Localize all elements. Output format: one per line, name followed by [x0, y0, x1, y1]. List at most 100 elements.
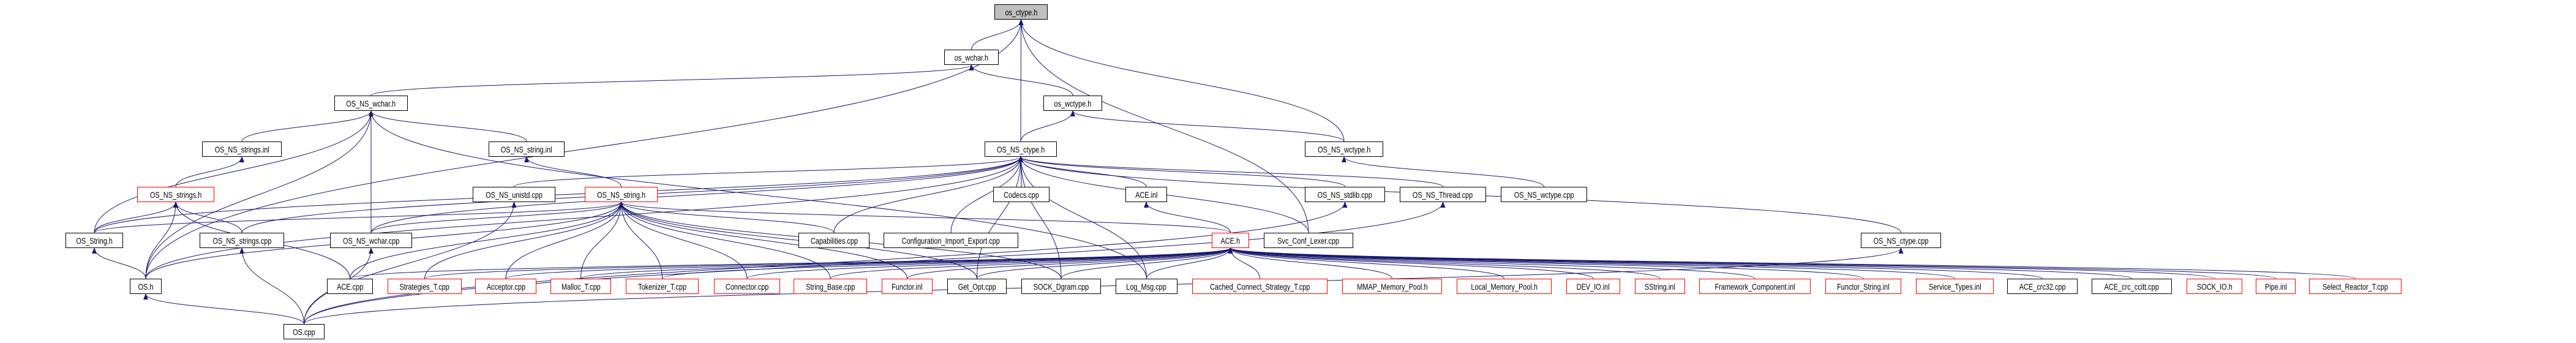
node-label: Malloc_T.cpp — [561, 281, 601, 292]
graph-node-codecs-cpp[interactable]: Codecs.cpp — [993, 187, 1050, 202]
graph-node-ace-crc-ccitt-cpp[interactable]: ACE_crc_ccitt.cpp — [2092, 279, 2172, 294]
graph-node-sstring-inl[interactable]: SString.inl — [1635, 279, 1685, 294]
graph-node-capabilities-cpp[interactable]: Capabilities.cpp — [798, 233, 869, 248]
edge-os-ns-wctype-h-to-os-ctype-h — [1018, 19, 1345, 142]
edge-configuration-import-export-cpp-to-os-ns-ctype-h — [950, 156, 1023, 233]
edge-os-ns-strings-h-to-os-ns-strings-inl — [175, 156, 244, 187]
edge-connector-cpp-to-os-ns-string-h — [618, 202, 748, 279]
edge-svc-conf-lexer-cpp-to-os-ctype-h — [1018, 19, 1309, 233]
graph-node-local-memory-pool-h[interactable]: Local_Memory_Pool.h — [1457, 279, 1552, 294]
graph-node-select-reactor-t-cpp[interactable]: Select_Reactor_T.cpp — [2309, 279, 2401, 294]
node-label: Capabilities.cpp — [810, 235, 858, 246]
node-label: ACE.h — [1220, 235, 1241, 246]
graph-node-os-ns-strings-inl[interactable]: OS_NS_strings.inl — [202, 141, 282, 157]
graph-node-os-string-h[interactable]: OS_String.h — [66, 233, 123, 248]
edge-os-wchar-h-to-os-ctype-h — [971, 19, 1024, 50]
edge-get-opt-cpp-to-ace-h — [977, 247, 1233, 279]
graph-node-acceptor-cpp[interactable]: Acceptor.cpp — [475, 279, 536, 294]
node-label: Log_Msg.cpp — [1126, 281, 1167, 292]
node-label: OS.h — [138, 281, 154, 292]
graph-node-os-ns-wchar-h[interactable]: OS_NS_wchar.h — [334, 96, 408, 111]
graph-node-os-ns-ctype-cpp[interactable]: OS_NS_ctype.cpp — [1861, 233, 1941, 248]
graph-node-os-cpp[interactable]: OS.cpp — [284, 324, 325, 339]
node-label: Service_Types.inl — [1928, 281, 1981, 292]
edge-strategies-t-cpp-to-os-ns-string-h — [424, 202, 624, 279]
node-label: OS_NS_ctype.h — [996, 144, 1045, 154]
edge-ace-crc32-cpp-to-ace-h — [1228, 247, 2043, 279]
graph-node-functor-string-inl[interactable]: Functor_String.inl — [1825, 279, 1901, 294]
graph-node-malloc-t-cpp[interactable]: Malloc_T.cpp — [550, 279, 611, 294]
graph-node-os-ns-wchar-cpp[interactable]: OS_NS_wchar.cpp — [330, 233, 412, 248]
node-label: Strategies_T.cpp — [399, 281, 450, 292]
graph-node-os-ns-stdlib-cpp[interactable]: OS_NS_stdlib.cpp — [1305, 187, 1385, 202]
graph-node-log-msg-cpp[interactable]: Log_Msg.cpp — [1116, 279, 1177, 294]
graph-node-os-ns-string-inl[interactable]: OS_NS_string.inl — [489, 141, 565, 157]
graph-node-os-ctype-h[interactable]: os_ctype.h — [994, 4, 1048, 20]
node-label: Local_Memory_Pool.h — [1471, 281, 1538, 292]
edge-sstring-inl-to-ace-h — [1228, 247, 1661, 279]
node-label: ACE_crc32.cpp — [2019, 281, 2066, 292]
node-label: Framework_Component.inl — [1714, 281, 1795, 292]
edge-os-cpp-to-os-ns-ctype-cpp — [304, 247, 1904, 325]
graph-node-get-opt-cpp[interactable]: Get_Opt.cpp — [947, 279, 1007, 294]
node-label: Acceptor.cpp — [486, 281, 525, 292]
node-label: OS_NS_strings.h — [149, 189, 202, 200]
node-label: ACE.cpp — [336, 281, 364, 292]
edge-os-ns-wchar-cpp-to-os-ns-string-h — [370, 202, 624, 233]
graph-node-strategies-t-cpp[interactable]: Strategies_T.cpp — [388, 279, 462, 294]
edge-os-ns-thread-cpp-to-os-ns-ctype-h — [1018, 156, 1443, 187]
node-label: OS_NS_Thread.cpp — [1413, 189, 1473, 200]
edge-os-ns-string-h-to-os-ns-string-inl — [524, 156, 621, 187]
graph-node-svc-conf-lexer-cpp[interactable]: Svc_Conf_Lexer.cpp — [1264, 233, 1353, 248]
graph-node-service-types-inl[interactable]: Service_Types.inl — [1916, 279, 1994, 294]
graph-node-ace-inl[interactable]: ACE.inl — [1125, 187, 1167, 202]
edge-os-h-to-os-ctype-h — [145, 19, 1024, 279]
node-label: os_wchar.h — [954, 52, 989, 62]
edge-log-msg-cpp-to-ace-h — [1146, 247, 1233, 279]
edge-mmap-memory-pool-h-to-ace-h — [1228, 247, 1392, 279]
graph-node-cached-connect-strategy-t-cpp[interactable]: Cached_Connect_Strategy_T.cpp — [1192, 279, 1327, 294]
edge-os-cpp-to-os-ns-unistd-cpp — [304, 202, 517, 325]
graph-node-os-h[interactable]: OS.h — [130, 279, 162, 294]
edge-ace-cpp-to-os-ns-string-h — [350, 202, 624, 279]
graph-node-os-wctype-h[interactable]: os_wctype.h — [1043, 96, 1102, 111]
graph-node-configuration-import-export-cpp[interactable]: Configuration_Import_Export.cpp — [884, 233, 1018, 248]
graph-node-os-ns-thread-cpp[interactable]: OS_NS_Thread.cpp — [1400, 187, 1486, 202]
graph-node-framework-component-inl[interactable]: Framework_Component.inl — [1699, 279, 1811, 294]
graph-node-ace-h[interactable]: ACE.h — [1212, 233, 1249, 248]
graph-node-dev-io-inl[interactable]: DEV_IO.inl — [1566, 279, 1620, 294]
graph-node-os-ns-strings-h[interactable]: OS_NS_strings.h — [137, 187, 214, 202]
graph-node-connector-cpp[interactable]: Connector.cpp — [714, 279, 780, 294]
graph-node-os-ns-unistd-cpp[interactable]: OS_NS_unistd.cpp — [473, 187, 555, 202]
graph-node-mmap-memory-pool-h[interactable]: MMAP_Memory_Pool.h — [1342, 279, 1442, 294]
edge-framework-component-inl-to-ace-h — [1228, 247, 1756, 279]
graph-node-sock-io-h[interactable]: SOCK_IO.h — [2187, 279, 2242, 294]
edge-capabilities-cpp-to-os-ns-ctype-h — [833, 156, 1023, 233]
edge-sock-dgram-cpp-to-ace-h — [1061, 247, 1233, 279]
node-label: OS_NS_wchar.cpp — [342, 235, 400, 246]
edge-os-cpp-to-os-ns-thread-cpp — [304, 202, 1446, 325]
graph-node-pipe-inl[interactable]: Pipe.inl — [2256, 279, 2296, 294]
graph-node-os-wchar-h[interactable]: os_wchar.h — [944, 50, 999, 65]
edge-ace-crc-ccitt-cpp-to-ace-h — [1228, 247, 2132, 279]
edge-functor-string-inl-to-ace-h — [1228, 247, 1864, 279]
graph-node-os-ns-string-h[interactable]: OS_NS_string.h — [585, 187, 658, 202]
edge-string-base-cpp-to-os-ns-string-h — [618, 202, 831, 279]
node-label: Select_Reactor_T.cpp — [2323, 281, 2388, 292]
edge-os-h-to-os-ns-wchar-h — [145, 110, 374, 279]
graph-node-string-base-cpp[interactable]: String_Base.cpp — [794, 279, 867, 294]
edge-os-ns-ctype-h-to-os-wctype-h — [1020, 110, 1075, 142]
node-label: OS_NS_unistd.cpp — [486, 189, 543, 200]
node-label: MMAP_Memory_Pool.h — [1356, 281, 1428, 292]
graph-node-os-ns-ctype-h[interactable]: OS_NS_ctype.h — [985, 141, 1057, 157]
graph-node-os-ns-wctype-cpp[interactable]: OS_NS_wctype.cpp — [1501, 187, 1587, 202]
node-label: OS_String.h — [76, 235, 113, 246]
edge-ace-h-to-ace-inl — [1144, 202, 1231, 233]
graph-node-ace-cpp[interactable]: ACE.cpp — [327, 279, 373, 294]
graph-node-os-ns-wctype-h[interactable]: OS_NS_wctype.h — [1305, 141, 1383, 157]
graph-node-sock-dgram-cpp[interactable]: SOCK_Dgram.cpp — [1021, 279, 1101, 294]
graph-node-ace-crc32-cpp[interactable]: ACE_crc32.cpp — [2007, 279, 2078, 294]
graph-node-os-ns-strings-cpp[interactable]: OS_NS_strings.cpp — [200, 233, 284, 248]
graph-node-functor-inl[interactable]: Functor.inl — [882, 279, 933, 294]
graph-node-tokenizer-t-cpp[interactable]: Tokenizer_T.cpp — [626, 279, 699, 294]
